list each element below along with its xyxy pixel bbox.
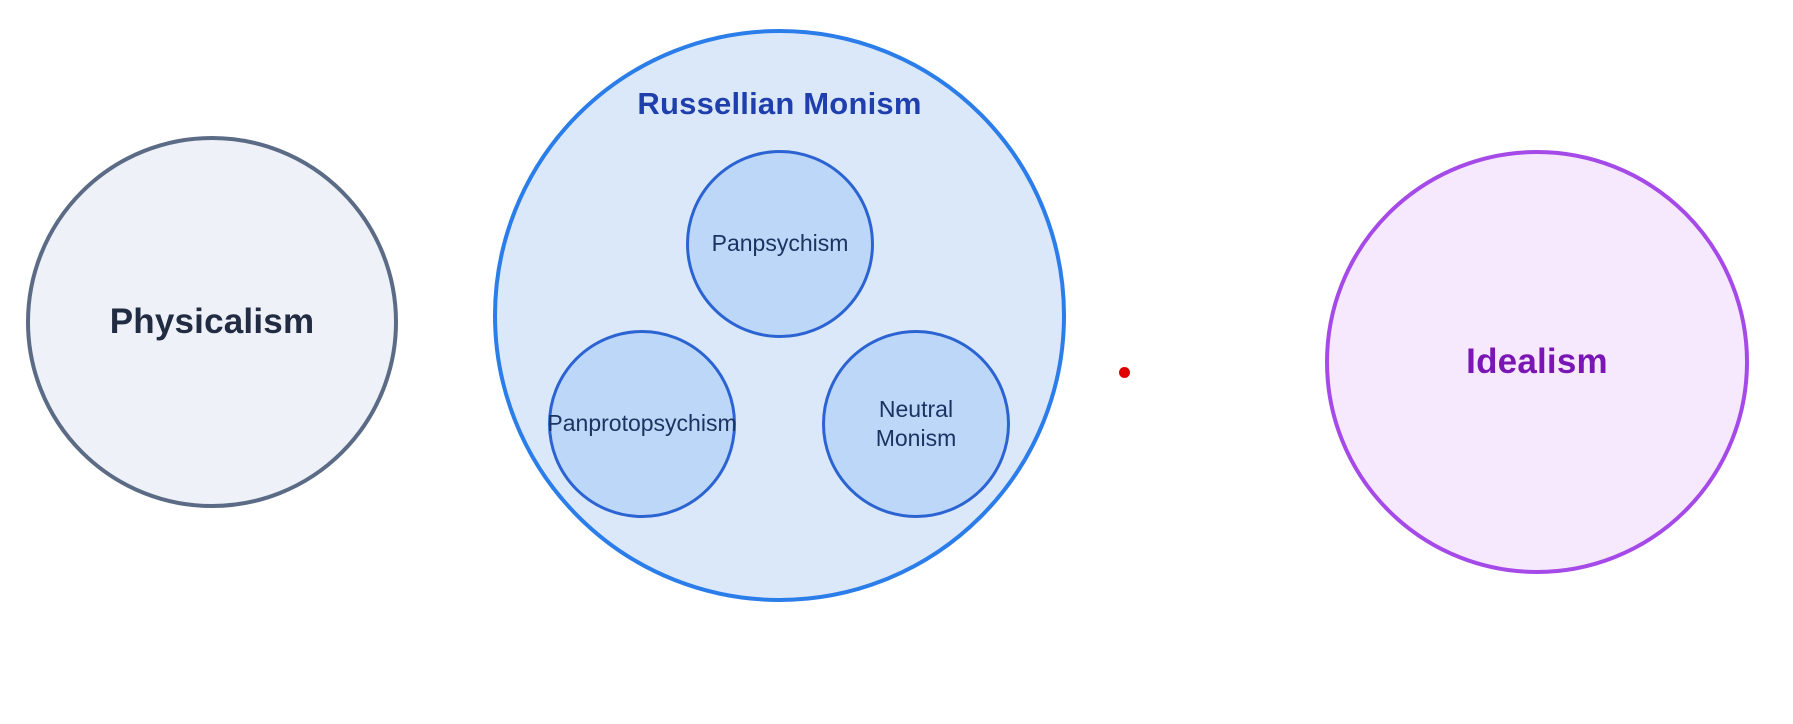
- circle-panpsychism[interactable]: Panpsychism: [686, 150, 874, 338]
- circle-neutral-monism[interactable]: Neutral Monism: [822, 330, 1010, 518]
- circle-label-russellian-monism: Russellian Monism: [637, 86, 922, 121]
- circle-panprotopsychism[interactable]: Panprotopsychism: [547, 330, 737, 518]
- circle-label-physicalism: Physicalism: [109, 302, 315, 341]
- cursor-dot-icon: [1119, 367, 1130, 378]
- circle-physicalism[interactable]: Physicalism: [26, 136, 398, 508]
- circle-label-idealism: Idealism: [1466, 342, 1608, 381]
- circle-label-panpsychism: Panpsychism: [711, 230, 849, 257]
- circle-label-neutral-monism: Neutral Monism: [875, 395, 957, 451]
- circle-label-panprotopsychism: Panprotopsychism: [547, 410, 737, 437]
- circle-idealism[interactable]: Idealism: [1325, 150, 1749, 574]
